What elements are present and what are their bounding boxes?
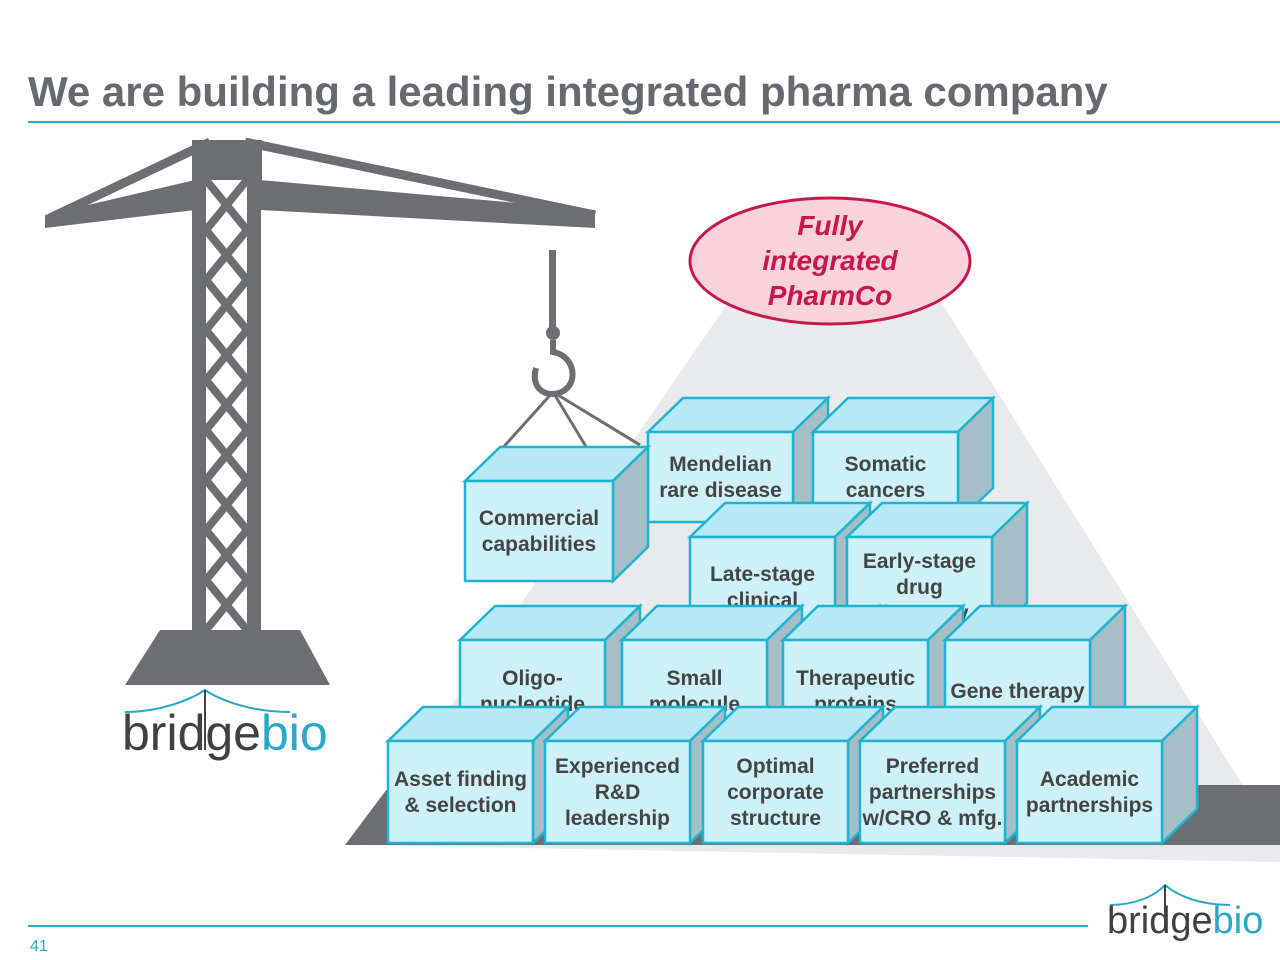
block-bottom-1-label-line: leadership xyxy=(565,807,670,830)
callout-line-3: PharmCo xyxy=(768,280,892,311)
block-top-1-label-line: cancers xyxy=(846,479,925,502)
block-bottom-2-label-line: corporate xyxy=(727,781,824,804)
block-commercial-capabilities-face xyxy=(463,479,615,583)
callout-line-1: Fully xyxy=(797,210,864,241)
block-commercial-capabilities-label-line: capabilities xyxy=(482,533,596,556)
block-bottom-4: Academic partnerships xyxy=(1013,704,1201,846)
title-underline xyxy=(28,121,1280,123)
block-bottom-2-label-line: structure xyxy=(730,807,821,830)
block-upper-1-label-line: Early-stage xyxy=(863,550,976,573)
footer-bridgebio-logo: bridgebio xyxy=(1107,883,1263,942)
fully-integrated-callout: Fully integrated PharmCo xyxy=(688,196,972,326)
footer-logo-word-accent: bio xyxy=(1213,900,1264,942)
block-bottom-1-label-line: R&D xyxy=(595,781,641,804)
block-commercial-capabilities: Commercial capabilities xyxy=(461,444,652,584)
block-upper-1-label-line: drug xyxy=(896,576,943,599)
footer-logo-word-dark: bridge xyxy=(1107,900,1213,942)
block-bottom-3-face xyxy=(858,739,1007,845)
block-bottom-3-label-line: Preferred xyxy=(886,755,979,778)
logo-word-dark: bridge xyxy=(122,705,261,761)
callout-line-2: integrated xyxy=(762,245,898,276)
block-middle-1-label-line: Small xyxy=(666,667,722,690)
block-upper-0-label-line: Late-stage xyxy=(710,563,815,586)
block-bottom-0-label-line: Asset finding xyxy=(394,768,527,791)
block-bottom-2-face xyxy=(701,739,850,845)
bridgebio-logo: bridgebio xyxy=(122,688,328,761)
block-middle-2-label-line: Therapeutic xyxy=(796,667,915,690)
block-commercial-capabilities-label-line: Commercial xyxy=(479,507,599,530)
block-bottom-1-face xyxy=(543,739,692,845)
crane xyxy=(45,137,641,685)
block-bottom-2: Optimal corporate structure xyxy=(699,704,887,846)
footer-logo-text: bridgebio xyxy=(1107,900,1263,942)
block-bottom-1-label-line: Experienced xyxy=(555,755,680,778)
block-top-0-label-line: Mendelian xyxy=(669,453,772,476)
slide-title: We are building a leading integrated pha… xyxy=(28,68,1108,115)
block-top-1-label-line: Somatic xyxy=(845,453,927,476)
block-bottom-4-label-line: Academic xyxy=(1040,768,1140,791)
block-bottom-0-label-line: & selection xyxy=(404,794,516,817)
mast-lattice xyxy=(202,177,251,633)
block-top-0-label-line: rare disease xyxy=(659,479,782,502)
block-middle-0-label-line: Oligo- xyxy=(502,667,563,690)
block-bottom-4-label-line: partnerships xyxy=(1026,794,1153,817)
block-bottom-0: Asset finding & selection xyxy=(384,704,572,846)
block-bottom-0-face xyxy=(386,739,535,845)
block-bottom-4-face xyxy=(1015,739,1164,845)
page-number: 41 xyxy=(30,938,48,955)
logo-text: bridgebio xyxy=(122,705,328,761)
logo-word-accent: bio xyxy=(261,705,328,761)
block-bottom-2-label-line: Optimal xyxy=(736,755,814,778)
block-bottom-3-label-line: w/CRO & mfg. xyxy=(862,807,1003,830)
block-middle-3-label-line: Gene therapy xyxy=(950,680,1085,703)
callout-ellipse xyxy=(688,196,972,326)
block-bottom-3-label-line: partnerships xyxy=(869,781,996,804)
block-bottom-3: Preferred partnerships w/CRO & mfg. xyxy=(856,704,1044,846)
footer-rule xyxy=(28,925,1088,927)
